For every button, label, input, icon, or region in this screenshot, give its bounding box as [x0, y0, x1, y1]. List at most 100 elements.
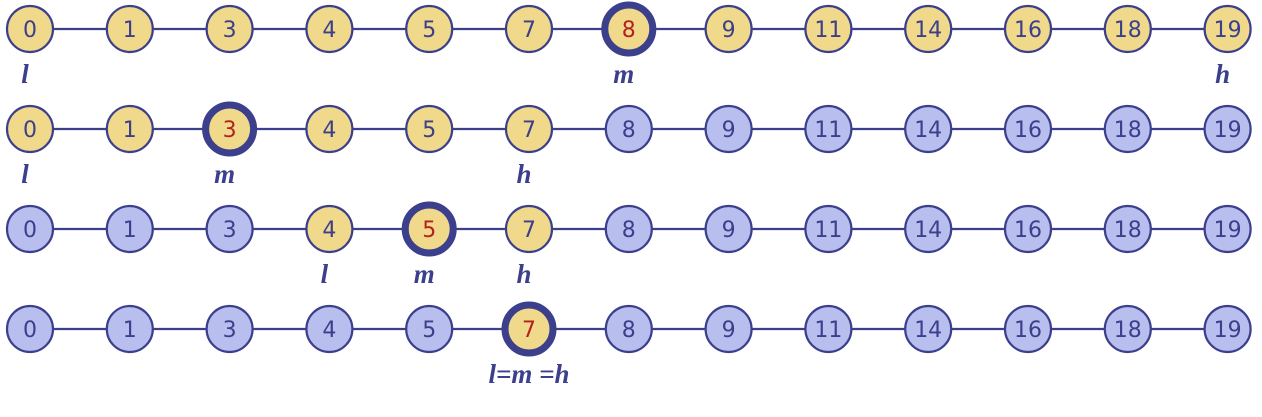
array-node: 7 [504, 204, 554, 254]
array-node: 11 [804, 204, 853, 254]
node-circle [205, 4, 254, 54]
node-value: 18 [1114, 318, 1142, 343]
node-circle [501, 301, 557, 357]
node-value: 3 [223, 318, 237, 343]
node-value: 14 [914, 318, 942, 343]
node-circle [1003, 204, 1053, 254]
array-node: 7 [504, 4, 554, 54]
node-circle [704, 104, 753, 154]
pointer-label: h [516, 259, 531, 289]
node-circle [504, 4, 554, 54]
node-value: 11 [814, 118, 842, 143]
array-node: 16 [1003, 104, 1053, 154]
node-value: 0 [23, 318, 37, 343]
pointer-label: m [214, 159, 235, 189]
node-circle [704, 204, 753, 254]
node-value: 8 [622, 18, 636, 43]
array-node: 0 [5, 4, 55, 54]
node-value: 4 [322, 118, 336, 143]
mid-node: 3 [202, 101, 258, 157]
node-value: 1 [123, 218, 137, 243]
array-node: 3 [205, 4, 254, 54]
array-node: 18 [1103, 304, 1152, 354]
node-circle [105, 304, 154, 354]
node-circle [604, 104, 653, 154]
node-value: 5 [422, 18, 436, 43]
node-value: 1 [123, 18, 137, 43]
array-node: 18 [1103, 204, 1152, 254]
node-circle [305, 304, 354, 354]
node-value: 18 [1114, 118, 1142, 143]
node-circle [1103, 204, 1152, 254]
array-node: 9 [704, 304, 753, 354]
node-value: 8 [622, 318, 636, 343]
node-value: 5 [422, 318, 436, 343]
node-circle [405, 4, 454, 54]
node-value: 0 [23, 118, 37, 143]
node-circle [205, 204, 254, 254]
node-value: 7 [522, 318, 536, 343]
node-value: 19 [1214, 118, 1242, 143]
array-node: 14 [904, 204, 953, 254]
node-value: 11 [814, 318, 842, 343]
node-value: 14 [914, 218, 942, 243]
node-circle [904, 304, 953, 354]
array-node: 19 [1203, 4, 1252, 54]
node-circle [105, 4, 154, 54]
node-circle [305, 104, 354, 154]
mid-node: 8 [601, 1, 657, 57]
array-node: 7 [504, 104, 554, 154]
array-node: 11 [804, 4, 853, 54]
array-node: 4 [305, 104, 354, 154]
pointer-label: h [1215, 59, 1230, 89]
array-node: 1 [105, 204, 154, 254]
node-value: 16 [1014, 218, 1042, 243]
array-node: 9 [704, 104, 753, 154]
array-node: 4 [305, 4, 354, 54]
array-node: 8 [604, 304, 653, 354]
node-circle [504, 104, 554, 154]
node-circle [305, 204, 354, 254]
array-node: 4 [305, 204, 354, 254]
array-node: 1 [105, 304, 154, 354]
node-value: 16 [1014, 318, 1042, 343]
node-circle [704, 304, 753, 354]
node-value: 3 [223, 18, 237, 43]
array-node: 1 [105, 104, 154, 154]
array-node: 3 [205, 204, 254, 254]
pointer-label: l=m =h [488, 359, 569, 389]
node-circle [804, 4, 853, 54]
node-circle [1103, 304, 1152, 354]
array-node: 18 [1103, 104, 1152, 154]
node-value: 14 [914, 18, 942, 43]
array-node: 19 [1203, 104, 1252, 154]
node-circle [1003, 304, 1053, 354]
node-value: 9 [722, 18, 736, 43]
node-value: 4 [322, 318, 336, 343]
array-node: 0 [5, 104, 55, 154]
node-value: 1 [123, 318, 137, 343]
pointer-label: l [21, 59, 29, 89]
array-node: 8 [604, 104, 653, 154]
array-node: 4 [305, 304, 354, 354]
array-node: 16 [1003, 304, 1053, 354]
mid-node: 7 [501, 301, 557, 357]
array-node: 0 [5, 304, 55, 354]
node-value: 9 [722, 218, 736, 243]
node-value: 11 [814, 18, 842, 43]
node-circle [1203, 4, 1252, 54]
array-node: 5 [405, 4, 454, 54]
node-value: 19 [1214, 318, 1242, 343]
node-circle [904, 204, 953, 254]
node-circle [405, 104, 454, 154]
node-circle [105, 104, 154, 154]
array-node: 14 [904, 4, 953, 54]
node-circle [904, 104, 953, 154]
array-node: 5 [405, 104, 454, 154]
array-node: 1 [105, 4, 154, 54]
node-value: 3 [223, 118, 237, 143]
array-node: 9 [704, 4, 753, 54]
node-circle [804, 104, 853, 154]
